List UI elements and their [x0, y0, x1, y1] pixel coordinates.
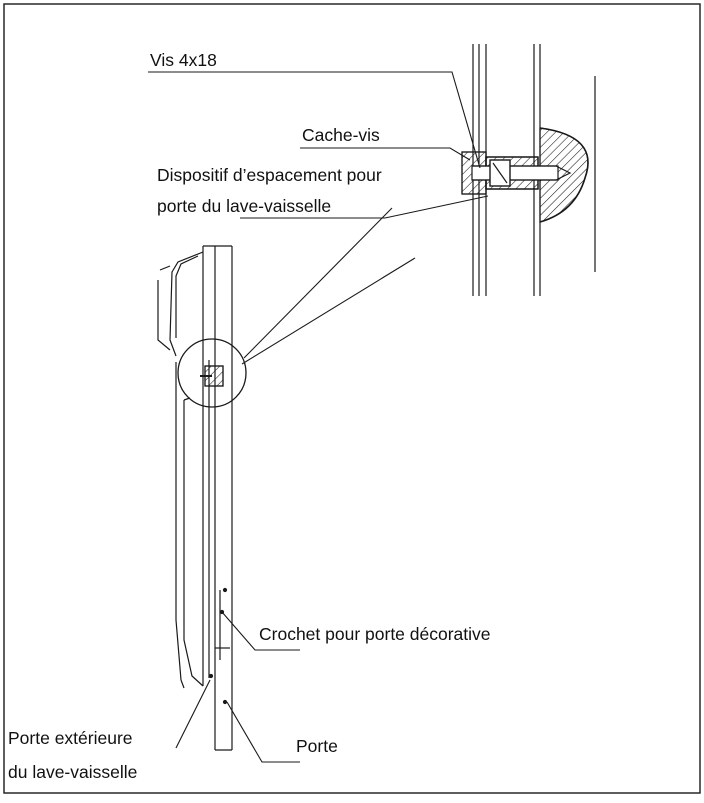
leader-lines — [148, 71, 489, 763]
door-side-view — [157, 245, 247, 751]
label-screw: Vis 4x18 — [150, 50, 217, 70]
label-outer-door-line1: Porte extérieure — [8, 728, 133, 748]
label-spacer-line1: Dispositif d’espacement pour — [157, 165, 382, 185]
screw-shaft — [471, 165, 559, 181]
label-door: Porte — [296, 736, 338, 756]
detail-magnifier-circle — [177, 338, 247, 408]
detail-view — [461, 44, 596, 296]
label-spacer-line2: porte du lave-vaisselle — [157, 196, 331, 216]
label-outer-door-line2: du lave-vaisselle — [8, 762, 137, 782]
label-screw-cap: Cache-vis — [302, 125, 380, 145]
labels: Vis 4x18 Cache-vis Dispositif d’espaceme… — [8, 50, 491, 782]
label-hook: Crochet pour porte décorative — [259, 624, 491, 644]
diagram-border — [3, 3, 701, 794]
